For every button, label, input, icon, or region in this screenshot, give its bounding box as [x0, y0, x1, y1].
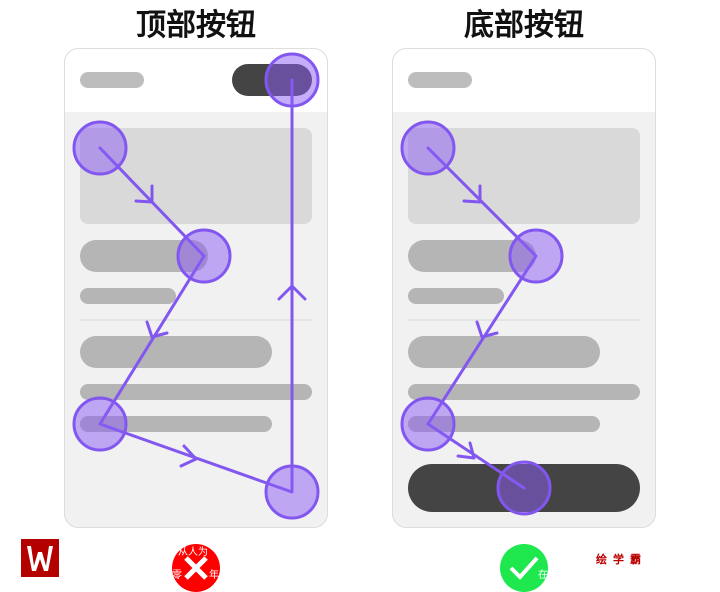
watermark-text: 从人为 — [178, 547, 208, 558]
title-bottom-button: 底部按钮 — [464, 8, 584, 43]
watermark-text: 零 — [172, 570, 182, 581]
brand-watermark: 绘学霸 — [596, 553, 647, 566]
title-top-button: 顶部按钮 — [136, 8, 256, 43]
check-icon — [500, 544, 548, 592]
tap-path-right — [426, 146, 538, 490]
watermark-text: 在 — [538, 570, 548, 581]
phone-mockup-bottom — [392, 48, 656, 528]
touch-points-right — [400, 120, 564, 516]
wrong-icon — [172, 544, 220, 592]
watermark-text: 年 — [209, 570, 219, 581]
logo-icon — [21, 539, 59, 577]
touch-points-left — [72, 52, 320, 520]
